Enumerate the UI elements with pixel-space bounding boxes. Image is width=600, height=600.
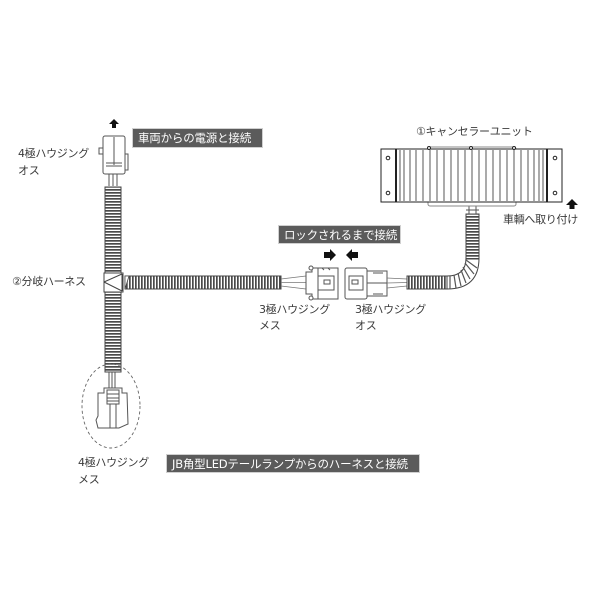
dashed-highlight-ellipse [81,363,141,449]
callout-power-connect: 車両からの電源と接続 [132,128,263,148]
wires-right [386,277,408,289]
canceller-unit [380,146,563,207]
label-male3-gender: オス [355,319,377,332]
arrow-right-icon [324,249,336,261]
arrow-left-icon [346,249,358,261]
label-bottom-connector-type: 4極ハウジング [78,456,149,469]
male-3pin-connector [344,267,388,300]
callout-tail-lamp-connect: JB角型LEDテールランプからのハーネスと接続 [166,454,420,473]
wires-left [280,275,307,290]
top-4pin-male-connector [98,135,129,186]
harness-right-vertical [465,213,480,260]
arrow-up-icon [109,119,119,128]
harness-lower [104,291,122,373]
branch-junction [103,272,124,293]
harness-horizontal [124,275,282,290]
harness-right-horizontal [406,275,448,290]
label-male3-type: 3極ハウジング [355,303,426,316]
harness-upper [104,186,122,274]
label-top-connector-gender: オス [18,164,40,177]
bottom-4pin-female-connector [95,372,129,429]
label-female3-type: 3極ハウジング [259,303,330,316]
label-bottom-connector-gender: メス [78,473,100,486]
label-top-connector-type: 4極ハウジング [18,147,89,160]
female-3pin-connector [305,265,339,301]
label-canceller-unit: ①キャンセラーユニット [416,125,533,138]
harness-bend-ribs [449,259,478,289]
label-female3-gender: メス [259,319,281,332]
callout-lock-connect: ロックされるまで接続 [278,225,401,244]
arrow-up-icon [566,199,578,209]
label-mount-to-vehicle: 車輌へ取り付け [503,213,578,226]
label-branch-harness: ②分岐ハーネス [12,275,86,288]
